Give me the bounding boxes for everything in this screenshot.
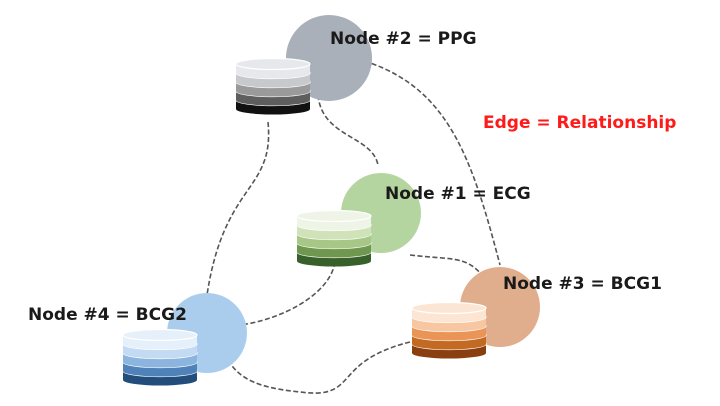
node-label-bcg1: Node #3 = BCG1 [503, 274, 662, 294]
node-label-ppg: Node #2 = PPG [330, 29, 477, 49]
db-layer-base [412, 320, 486, 332]
node-ecg [296, 173, 421, 267]
edge-node2-node1 [317, 94, 379, 166]
db-layer-base [412, 329, 486, 341]
db-layer-base [236, 103, 310, 115]
db-layer-base [236, 94, 310, 106]
edge-node1-node3 [409, 254, 483, 276]
node-bcg1 [411, 267, 540, 359]
db-layer-base [412, 311, 486, 323]
db-layer-top [296, 209, 372, 223]
edges [204, 56, 501, 394]
db-layer-top [411, 301, 487, 315]
db-layer-base [297, 237, 371, 249]
database-icon [235, 57, 311, 115]
edge-label: Edge = Relationship [483, 113, 676, 133]
db-layer-base [123, 347, 197, 359]
db-layer-base [123, 356, 197, 368]
database-icon [122, 328, 198, 386]
db-layer-base [236, 85, 310, 97]
database-icon [296, 209, 372, 267]
db-layer-base [412, 347, 486, 359]
node-label-ecg: Node #1 = ECG [385, 184, 531, 204]
db-layer-base [236, 67, 310, 79]
db-layer-base [123, 338, 197, 350]
db-layer-top [235, 57, 311, 71]
db-layer-base [297, 255, 371, 267]
edge-node2-node3 [349, 56, 501, 266]
db-layer-base [297, 246, 371, 258]
database-icon [411, 301, 487, 359]
edge-node2-node4 [204, 121, 270, 311]
edge-node1-node4 [239, 261, 336, 326]
db-layer-base [236, 76, 310, 88]
db-layer-base [297, 219, 371, 231]
db-layer-base [123, 365, 197, 377]
db-layer-base [297, 228, 371, 240]
db-layer-base [123, 374, 197, 386]
node-ppg [235, 15, 372, 115]
node-bcg2 [122, 293, 247, 386]
node-label-bcg2: Node #4 = BCG2 [28, 305, 187, 325]
edge-node3-node4 [227, 341, 411, 394]
db-layer-base [412, 338, 486, 350]
db-layer-top [122, 328, 198, 342]
